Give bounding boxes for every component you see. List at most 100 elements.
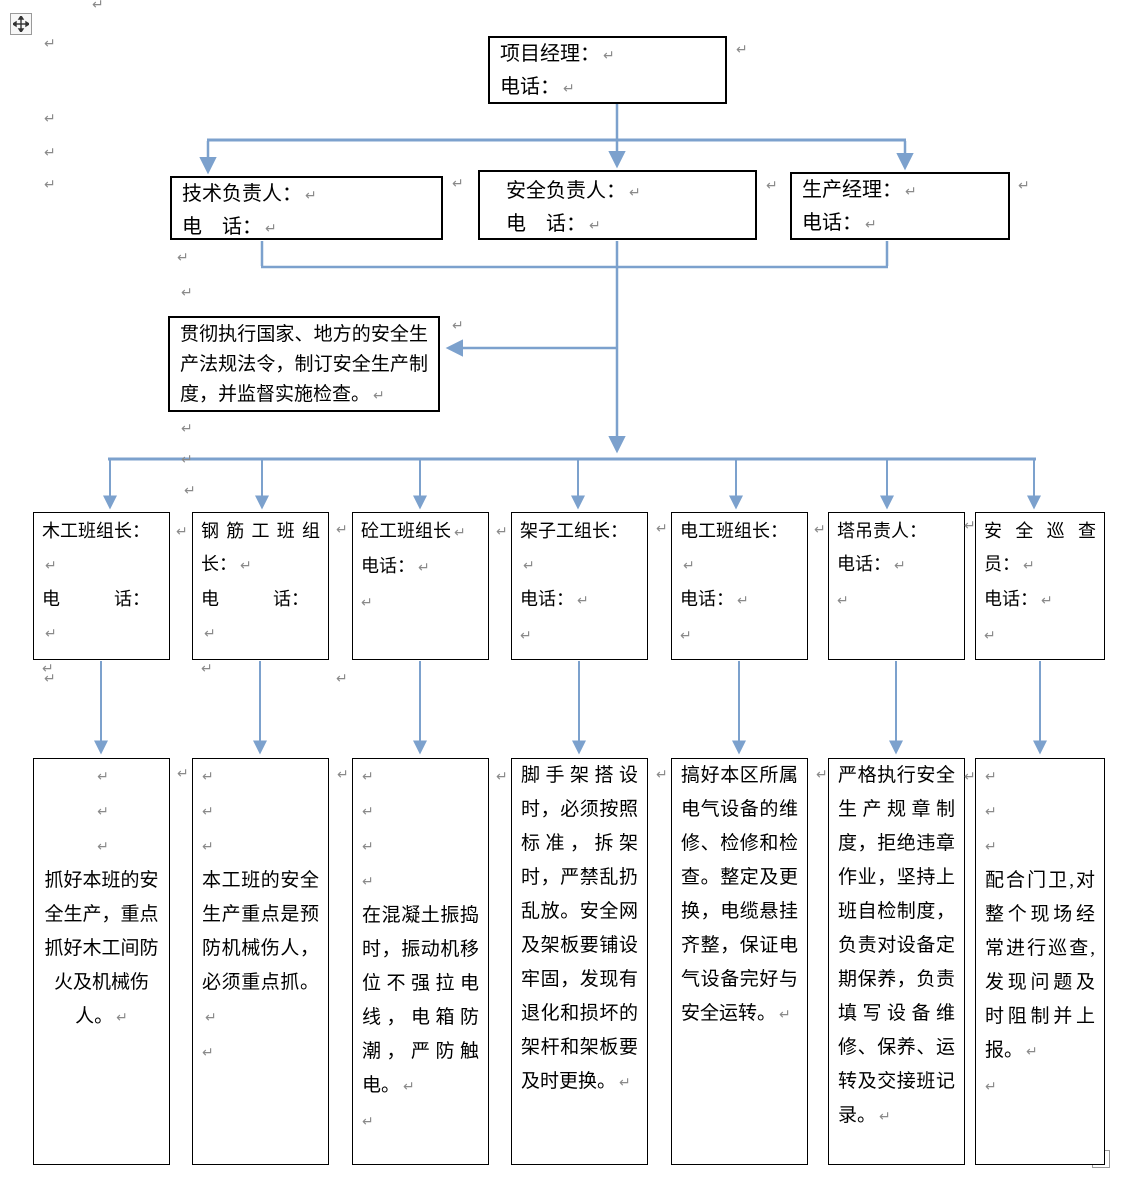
box-line: 电 话：↵ [201, 583, 320, 651]
paragraph-mark: ↵ [894, 558, 906, 574]
box-safety-director[interactable]: 安全负责人：↵ 电 话：↵ [478, 170, 757, 240]
box-concrete-leader[interactable]: 砼工班组长↵ 电话： ↵ ↵ [352, 512, 489, 660]
paragraph-mark: ↵ [92, 0, 104, 13]
electrician-leader-label: 电工班组长： [680, 521, 788, 541]
box-electrician-leader[interactable]: 电工班组长：↵ 电话：↵ ↵ [671, 512, 808, 660]
paragraph-mark: ↵ [265, 221, 277, 237]
box-line: 电 话：↵ [506, 209, 745, 242]
empty-line: ↵ [985, 794, 1095, 829]
phone-label: 电 话： [201, 589, 309, 609]
empty-line: ↵ [985, 759, 1095, 794]
duty-inspector[interactable]: ↵ ↵ ↵ 配合门卫,对整个现场经常进行巡查,发现问题及时阻制并上报。↵ ↵ [975, 758, 1105, 1165]
box-project-manager[interactable]: 项目经理：↵ 电话：↵ [488, 36, 727, 104]
box-safety-inspector[interactable]: 安全巡查 员：↵ 电话：↵ ↵ [975, 512, 1105, 660]
paragraph-mark: ↵ [202, 769, 214, 785]
paragraph-mark: ↵ [577, 593, 589, 609]
paragraph-mark: ↵ [683, 558, 695, 574]
paragraph-mark: ↵ [177, 766, 189, 782]
paragraph-mark: ↵ [44, 111, 56, 127]
box-line: 电话：↵ [520, 583, 639, 618]
paragraph-mark: ↵ [1023, 558, 1035, 574]
box-technical-director[interactable]: 技术负责人：↵ 电 话：↵ [170, 176, 443, 240]
safety-duty-text: 贯彻执行国家、地方的安全生产法规法令，制订安全生产制度，并监督实施检查。 [180, 324, 428, 405]
paragraph-mark: ↵ [362, 1114, 374, 1130]
box-rebar-leader[interactable]: 钢筋工班组 长：↵ 电 话：↵ ↵ [192, 512, 329, 677]
paragraph-mark: ↵ [737, 593, 749, 609]
box-safety-duty-statement[interactable]: 贯彻执行国家、地方的安全生产法规法令，制订安全生产制度，并监督实施检查。↵ [168, 316, 440, 412]
paragraph-mark: ↵ [520, 628, 532, 644]
duty-electrician[interactable]: 搞好本区所属电气设备的维修、检修和检查。整定及更换，电缆悬挂齐整，保证电气设备完… [671, 758, 808, 1165]
box-line: 电话：↵ [802, 208, 998, 241]
paragraph-mark: ↵ [201, 661, 213, 677]
paragraph-mark: ↵ [44, 671, 56, 687]
duty-text: 严格执行安全生产规章制度，拒绝违章作业，坚持上班自检制度，负责对设备定期保养，负… [838, 765, 955, 1126]
move-cross-icon [13, 16, 29, 32]
box-line: 钢筋工班组 [201, 515, 320, 548]
paragraph-mark: ↵ [656, 521, 668, 537]
duty-text: 抓好本班的安全生产，重点抓好木工间防火及机械伤人。↵ [44, 870, 159, 1027]
paragraph-mark: ↵ [202, 1045, 214, 1061]
paragraph-mark: ↵ [736, 42, 748, 58]
duty-text: 搞好本区所属电气设备的维修、检修和检查。整定及更换，电缆悬挂齐整，保证电气设备完… [681, 765, 798, 1024]
box-carpenter-leader[interactable]: 木工班组长：↵ 电 话：↵ ↵ [33, 512, 170, 677]
paragraph-mark: ↵ [177, 250, 189, 266]
box-line: 电工班组长： ↵ [680, 515, 799, 583]
paragraph-mark: ↵ [905, 184, 917, 200]
empty-line: ↵ [985, 829, 1095, 864]
box-production-manager[interactable]: 生产经理：↵ 电话：↵ [790, 172, 1010, 240]
carpenter-leader-label: 木工班组长： [42, 521, 150, 541]
paragraph-mark: ↵ [603, 48, 615, 64]
box-line: 技术负责人：↵ [182, 179, 431, 212]
empty-line: ↵ [43, 759, 160, 794]
box-line: ↵ [361, 585, 480, 620]
duty-rebar[interactable]: ↵ ↵ ↵ 本工班的安全生产重点是预防机械伤人，必须重点抓。↵ ↵ [192, 758, 329, 1165]
paragraph-mark: ↵ [837, 593, 849, 609]
rebar-leader-label-2: 长： [201, 554, 237, 574]
paragraph-mark: ↵ [985, 769, 997, 785]
paragraph-mark: ↵ [362, 839, 374, 855]
paragraph-mark: ↵ [766, 178, 778, 194]
box-crane-operator[interactable]: 塔吊责人： 电话：↵ ↵ [828, 512, 965, 660]
paragraph-mark: ↵ [184, 483, 196, 499]
box-line: 砼工班组长↵ [361, 515, 480, 550]
empty-line: ↵ [43, 794, 160, 829]
paragraph-mark: ↵ [816, 767, 828, 783]
paragraph-mark: ↵ [454, 525, 466, 541]
safety-inspector-label: 安全巡查 [984, 521, 1096, 541]
box-line: 电话：↵ [984, 583, 1096, 618]
box-line: 架子工组长：↵ [520, 515, 639, 583]
duty-concrete[interactable]: ↵ ↵ ↵ ↵ 在混凝土振捣时，振动机移位不强拉电线，电箱防潮，严防触电。↵ ↵ [352, 758, 489, 1165]
box-line: ↵ [984, 618, 1096, 653]
duty-text: 在混凝土振捣时，振动机移位不强拉电线，电箱防潮，严防触电。↵ [362, 905, 479, 1096]
paragraph-mark: ↵ [452, 318, 464, 334]
paragraph-mark: ↵ [205, 1010, 217, 1026]
box-line: 木工班组长：↵ [42, 515, 161, 583]
box-line: 安全负责人：↵ [506, 176, 745, 209]
scaffold-leader-label: 架子工组长： [520, 521, 628, 541]
box-line: 长：↵ [201, 548, 320, 583]
object-move-handle[interactable] [10, 13, 32, 35]
paragraph-mark: ↵ [181, 421, 193, 437]
duty-crane[interactable]: 严格执行安全生产规章制度，拒绝违章作业，坚持上班自检制度，负责对设备定期保养，负… [828, 758, 965, 1165]
paragraph-mark: ↵ [496, 769, 508, 785]
phone-label: 电话： [361, 556, 415, 576]
box-scaffold-leader[interactable]: 架子工组长：↵ 电话：↵ ↵ [511, 512, 648, 660]
box-line: 电话：↵ [500, 72, 715, 105]
paragraph-mark: ↵ [362, 769, 374, 785]
duty-scaffold[interactable]: 脚手架搭设时，必须按照标准，拆架时，严禁乱扔乱放。安全网及架板要铺设牢固，发现有… [511, 758, 648, 1165]
paragraph-mark: ↵ [97, 804, 109, 820]
empty-line: ↵ [362, 864, 479, 899]
phone-label: 电话： [500, 76, 560, 98]
duty-text: 配合门卫,对整个现场经常进行巡查,发现问题及时阻制并上报。↵ [985, 870, 1095, 1061]
empty-line: ↵ [202, 759, 319, 794]
paragraph-mark: ↵ [373, 388, 385, 404]
empty-line: ↵ [202, 829, 319, 864]
duty-carpenter[interactable]: ↵ ↵ ↵ 抓好本班的安全生产，重点抓好木工间防火及机械伤人。↵ [33, 758, 170, 1165]
phone-label: 电话： [984, 589, 1038, 609]
phone-label: 电 话： [42, 589, 150, 609]
box-line: ↵ [837, 583, 956, 618]
phone-label: 电话： [802, 212, 862, 234]
paragraph-mark: ↵ [362, 874, 374, 890]
box-line: 电话：↵ [837, 548, 956, 583]
safety-inspector-label-2: 员： [984, 554, 1020, 574]
